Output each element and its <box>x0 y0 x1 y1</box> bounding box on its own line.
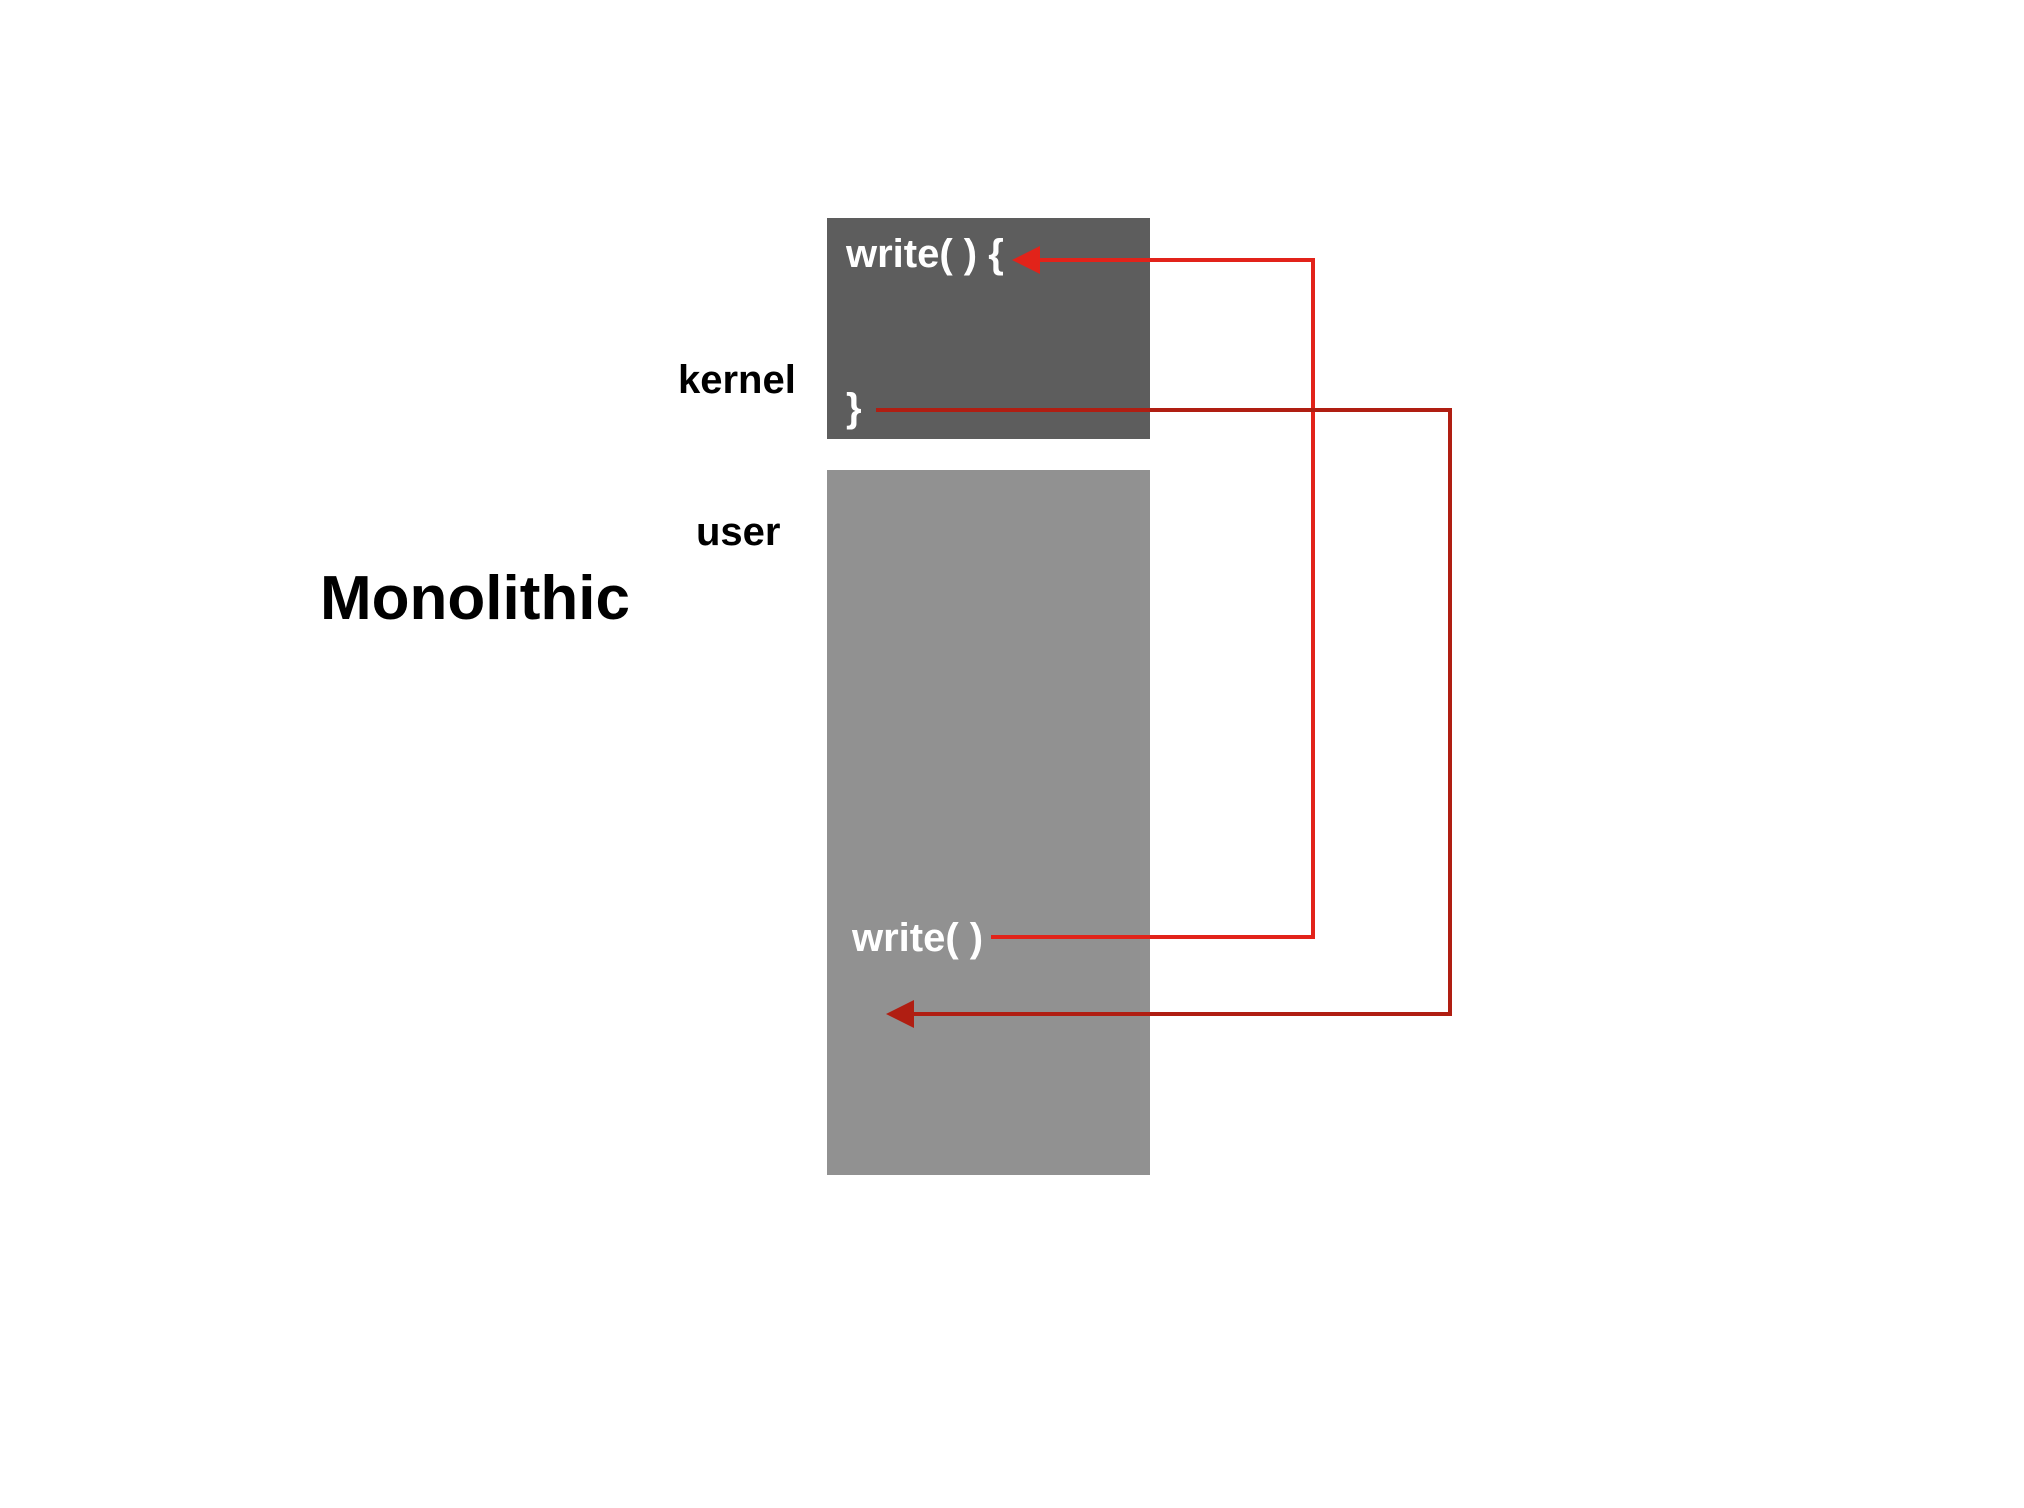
user-write-call: write( ) <box>852 916 984 960</box>
user-space-box <box>827 470 1150 1175</box>
user-label: user <box>696 510 781 554</box>
kernel-label: kernel <box>678 358 796 402</box>
kernel-write-definition: write( ) { <box>846 232 1004 276</box>
diagram-title: Monolithic <box>320 564 630 633</box>
kernel-write-closing-brace: } <box>846 386 862 430</box>
